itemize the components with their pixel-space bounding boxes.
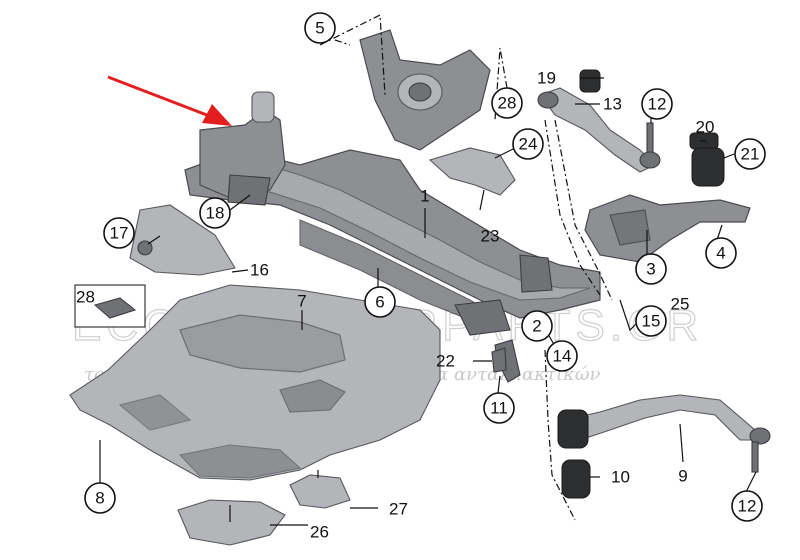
cross-member-block bbox=[519, 254, 553, 293]
svg-text:21: 21 bbox=[741, 145, 760, 164]
control-arm-9 bbox=[564, 394, 761, 441]
callout-25[interactable]: 25 bbox=[671, 295, 690, 314]
bolt-17 bbox=[137, 240, 153, 256]
callout-6[interactable]: 6 bbox=[364, 286, 396, 318]
bolt-12-lower bbox=[751, 441, 759, 473]
svg-text:16: 16 bbox=[250, 261, 269, 280]
protection-plate bbox=[129, 204, 236, 276]
right-strut-tower bbox=[359, 29, 491, 151]
svg-text:5: 5 bbox=[315, 19, 324, 38]
svg-text:3: 3 bbox=[646, 260, 655, 279]
svg-text:27: 27 bbox=[389, 500, 408, 519]
clip-28 bbox=[93, 297, 137, 319]
callout-21[interactable]: 21 bbox=[734, 138, 766, 170]
svg-text:14: 14 bbox=[553, 347, 572, 366]
callout-20[interactable]: 20 bbox=[696, 118, 715, 137]
lower-mount-block bbox=[454, 299, 511, 336]
svg-text:15: 15 bbox=[642, 312, 661, 331]
callout-22[interactable]: 22 bbox=[436, 352, 455, 371]
callout-8[interactable]: 8 bbox=[84, 482, 116, 514]
callout-9[interactable]: 9 bbox=[678, 467, 687, 486]
callout-15[interactable]: 15 bbox=[635, 305, 667, 337]
svg-text:26: 26 bbox=[310, 523, 329, 542]
callout-18[interactable]: 18 bbox=[199, 197, 231, 229]
underbody-shield bbox=[69, 284, 441, 481]
svg-text:1: 1 bbox=[420, 187, 429, 206]
callout-19[interactable]: 19 bbox=[537, 69, 556, 88]
svg-text:9: 9 bbox=[678, 467, 687, 486]
callout-3[interactable]: 3 bbox=[635, 253, 667, 285]
callout-23[interactable]: 23 bbox=[481, 227, 500, 246]
guard-26 bbox=[177, 499, 286, 546]
callout-28-box[interactable]: 28 bbox=[76, 288, 95, 307]
callout-12-lower[interactable]: 12 bbox=[731, 490, 763, 522]
svg-text:13: 13 bbox=[603, 95, 622, 114]
callout-17[interactable]: 17 bbox=[103, 217, 135, 249]
svg-text:18: 18 bbox=[206, 204, 225, 223]
svg-text:6: 6 bbox=[375, 293, 384, 312]
callout-14[interactable]: 14 bbox=[546, 340, 578, 372]
svg-text:28: 28 bbox=[76, 288, 95, 307]
callout-5[interactable]: 5 bbox=[304, 12, 336, 44]
svg-text:22: 22 bbox=[436, 352, 455, 371]
callout-26[interactable]: 26 bbox=[310, 523, 329, 542]
svg-text:8: 8 bbox=[95, 489, 104, 508]
svg-text:23: 23 bbox=[481, 227, 500, 246]
callout-10[interactable]: 10 bbox=[611, 468, 630, 487]
callout-1[interactable]: 1 bbox=[420, 187, 429, 206]
callout-2[interactable]: 2 bbox=[521, 310, 553, 342]
bushing-10 bbox=[561, 459, 591, 499]
svg-text:20: 20 bbox=[696, 118, 715, 137]
guard-27 bbox=[289, 474, 351, 509]
svg-text:25: 25 bbox=[671, 295, 690, 314]
callout-28[interactable]: 28 bbox=[491, 87, 523, 119]
bushing-19 bbox=[579, 69, 601, 93]
callout-7[interactable]: 7 bbox=[297, 292, 306, 311]
svg-text:11: 11 bbox=[490, 399, 508, 418]
clip-detail-box bbox=[74, 284, 146, 328]
callout-27[interactable]: 27 bbox=[389, 500, 408, 519]
bracket-22 bbox=[491, 347, 507, 373]
left-strut-mount bbox=[199, 91, 286, 206]
front-subframe bbox=[184, 149, 601, 321]
callout-4[interactable]: 4 bbox=[705, 237, 737, 269]
bushing-21 bbox=[691, 147, 725, 187]
svg-text:4: 4 bbox=[716, 244, 725, 263]
svg-text:12: 12 bbox=[738, 497, 757, 516]
bolt-12-upper bbox=[646, 122, 654, 156]
svg-text:10: 10 bbox=[611, 468, 630, 487]
callout-16[interactable]: 16 bbox=[250, 261, 269, 280]
heat-shield bbox=[428, 147, 516, 196]
callout-12-upper[interactable]: 12 bbox=[641, 88, 673, 120]
callout-11[interactable]: 11 bbox=[483, 392, 515, 424]
right-arm-bracket bbox=[584, 194, 751, 263]
svg-text:19: 19 bbox=[537, 69, 556, 88]
callout-24[interactable]: 24 bbox=[512, 128, 544, 160]
red-pointer-arrow-icon bbox=[107, 75, 232, 126]
svg-text:7: 7 bbox=[297, 292, 306, 311]
svg-text:24: 24 bbox=[519, 135, 538, 154]
bushing-arm bbox=[557, 409, 589, 449]
svg-text:17: 17 bbox=[110, 224, 129, 243]
svg-text:2: 2 bbox=[532, 317, 541, 336]
svg-text:28: 28 bbox=[498, 94, 517, 113]
callout-13[interactable]: 13 bbox=[603, 95, 622, 114]
svg-text:12: 12 bbox=[648, 95, 667, 114]
